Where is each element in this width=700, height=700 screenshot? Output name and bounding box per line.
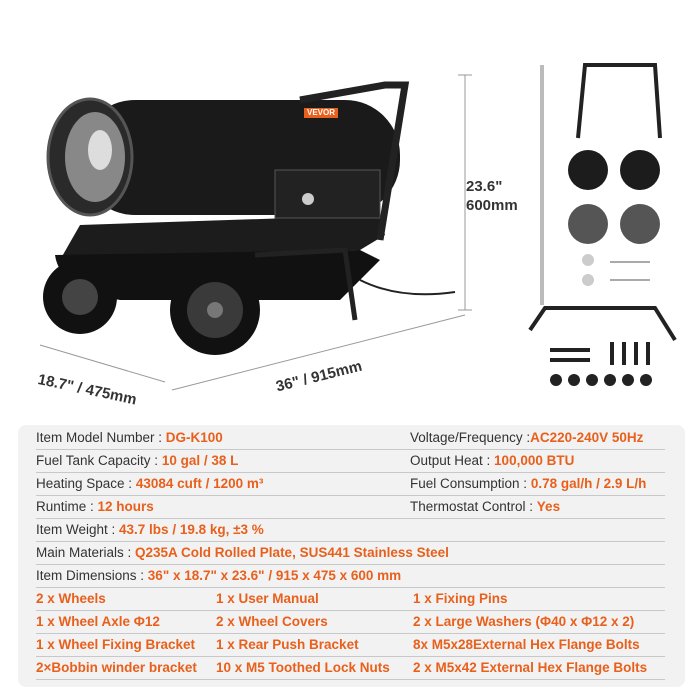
spec-label: Voltage/Frequency : — [410, 430, 531, 445]
component-item: 1 x Wheel Axle Φ12 — [36, 614, 160, 629]
spec-label: Thermostat Control : — [410, 499, 537, 514]
spec-label: Fuel Tank Capacity : — [36, 453, 162, 468]
spec-value: 43.7 lbs / 19.8 kg, ±3 % — [119, 522, 264, 537]
spec-row: Item Weight : 43.7 lbs / 19.8 kg, ±3 % — [36, 519, 665, 542]
component-item: 8x M5x28External Hex Flange Bolts — [413, 637, 640, 652]
component-item: 1 x Rear Push Bracket — [216, 637, 359, 652]
spec-value: AC220-240V 50Hz — [530, 430, 644, 445]
spec-label: Item Model Number : — [36, 430, 166, 445]
component-item: 10 x M5 Toothed Lock Nuts — [216, 660, 390, 675]
component-item: 2 x Wheels — [36, 591, 106, 606]
spec-label: Item Weight : — [36, 522, 120, 537]
component-item: 2 x Wheel Covers — [216, 614, 328, 629]
spec-row: Runtime : 12 hours — [36, 496, 411, 519]
spec-value: Yes — [536, 499, 561, 514]
component-item: 2 x M5x42 External Hex Flange Bolts — [413, 660, 648, 675]
component-item: 1 x Fixing Pins — [413, 591, 508, 606]
spec-label: Runtime : — [36, 499, 98, 514]
spec-value: 0.78 gal/h / 2.9 L/h — [530, 476, 647, 491]
height-inches: 23.6" — [466, 178, 503, 195]
component-item: 1 x User Manual — [216, 591, 319, 606]
spec-value: 10 gal / 38 L — [161, 453, 239, 468]
spec-row: Fuel Consumption : 0.78 gal/h / 2.9 L/h — [410, 473, 665, 496]
spec-label: Output Heat : — [410, 453, 495, 468]
spec-row: Heating Space : 43084 cuft / 1200 m³ — [36, 473, 411, 496]
spec-label: Item Dimensions : — [36, 568, 148, 583]
spec-label: Fuel Consumption : — [410, 476, 531, 491]
spec-value: DG-K100 — [165, 430, 223, 445]
component-item: 1 x Wheel Fixing Bracket — [36, 637, 196, 652]
spec-row: Main Materials : Q235A Cold Rolled Plate… — [36, 542, 665, 565]
spec-value: 36" x 18.7" x 23.6" / 915 x 475 x 600 mm — [147, 568, 402, 583]
spec-row: Voltage/Frequency :AC220-240V 50Hz — [410, 427, 665, 450]
dimension-lines — [39, 74, 472, 391]
spec-value: 43084 cuft / 1200 m³ — [135, 476, 264, 491]
component-row — [36, 657, 665, 680]
spec-value: Q235A Cold Rolled Plate, SUS441 Stainles… — [135, 545, 449, 560]
product-image — [39, 63, 677, 391]
accessories — [528, 63, 677, 386]
spec-row: Output Heat : 100,000 BTU — [410, 450, 665, 473]
spec-row: Item Dimensions : 36" x 18.7" x 23.6" / … — [36, 565, 665, 588]
brand-label: VEVOR — [304, 108, 339, 118]
spec-row: Item Model Number : DG-K100 — [36, 427, 411, 450]
component-row — [36, 611, 665, 634]
component-item: 2×Bobbin winder bracket — [36, 660, 197, 675]
spec-value: 12 hours — [97, 499, 154, 514]
component-item: 2 x Large Washers (Φ40 x Φ12 x 2) — [413, 614, 635, 629]
height-mm: 600mm — [466, 197, 518, 214]
spec-label: Heating Space : — [36, 476, 136, 491]
component-row — [36, 588, 665, 611]
spec-panel — [18, 425, 685, 687]
component-row — [36, 634, 665, 657]
height-dimension: 23.6" 600mm — [466, 177, 518, 215]
spec-row: Fuel Tank Capacity : 10 gal / 38 L — [36, 450, 411, 473]
spec-row: Thermostat Control : Yes — [410, 496, 665, 519]
heater-illustration — [43, 81, 456, 355]
spec-label: Main Materials : — [36, 545, 136, 560]
spec-value: 100,000 BTU — [494, 453, 575, 468]
